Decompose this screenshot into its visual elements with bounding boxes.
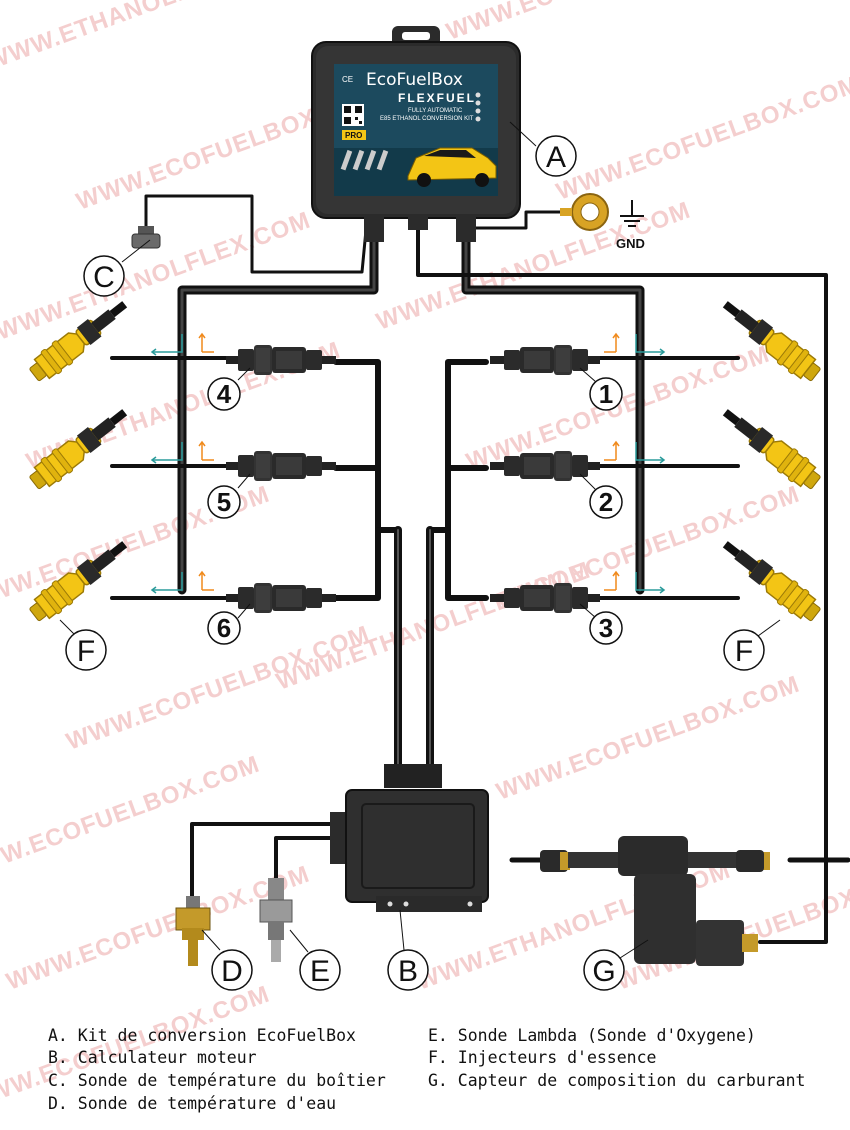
callout-leaders [59,121,781,959]
callout-f-right: F [723,629,765,671]
svg-text:2: 2 [599,487,613,517]
legend-item-a: A. Kit de conversion EcoFuelBox [48,1026,356,1045]
watermark: WWW.ETHANOLFLEX.COM [0,0,304,76]
svg-text:E: E [310,955,330,988]
pro-badge: PRO [342,130,366,140]
watermark: WWW.ECOFUELBOX.COM [493,671,804,806]
watermark: WWW.ECOFUELBOX.COM [553,71,850,206]
signal-arrows [150,332,666,594]
legend-item-c: C. Sonde de température du boîtier [48,1071,386,1090]
svg-text:A: A [546,141,566,174]
svg-text:C: C [93,261,115,294]
fuel-injectors [24,292,826,627]
ce-mark: CE [342,75,353,84]
yellow-car-icon [407,147,497,187]
cylinder-4: 4 [207,377,241,411]
svg-text:PRO: PRO [345,131,362,140]
wiring-harness [110,194,850,944]
svg-text:4: 4 [217,379,232,409]
svg-text:D: D [221,955,243,988]
ground-icon [620,200,644,227]
injector-right-2 [715,400,826,495]
kit-tagline-1: FULLY AUTOMATIC [408,108,463,114]
connector-6 [226,583,336,613]
kit-tagline-2: E85 ETHANOL CONVERSION KIT [380,116,474,122]
cylinder-3: 3 [589,611,623,645]
ecofuelbox-kit: CE EcoFuelBox FLEXFUEL FULLY AUTOMATIC E… [311,26,521,242]
watermark: WWW.ETHANOLFLEX.COM [0,207,314,346]
callout-c: C [83,255,125,297]
watermark: WWW.ECOFUELBOX.COM [443,0,754,46]
svg-text:1: 1 [599,379,613,409]
kit-subbrand: FLEXFUEL [398,91,476,105]
callout-g: G [583,949,625,991]
svg-text:5: 5 [217,487,231,517]
fuel-composition-sensor [540,836,770,966]
led-indicators-icon [475,92,481,122]
cylinder-6: 6 [207,611,241,645]
engine-ecu [330,764,489,912]
svg-text:G: G [592,955,615,988]
legend-item-d: D. Sonde de température d'eau [48,1094,336,1113]
qr-code-icon [342,104,364,126]
svg-text:6: 6 [217,613,231,643]
callout-a: A [535,135,577,177]
legend-item-b: B. Calculateur moteur [48,1048,257,1067]
callout-b: B [387,949,429,991]
svg-text:F: F [77,635,95,668]
callout-d: D [211,949,253,991]
injector-right-3 [715,532,826,627]
cylinder-1: 1 [589,377,623,411]
callout-markers: A C F F D E B G [65,135,765,991]
lambda-sensor [259,878,293,962]
watermark: WWW.ECOFUELBOX.COM [0,751,263,886]
cylinder-5: 5 [207,485,241,519]
ground-label: GND [616,236,645,251]
callout-e: E [299,949,341,991]
case-temperature-sensor [131,226,161,249]
legend-item-g: G. Capteur de composition du carburant [428,1071,806,1090]
legend-item-f: F. Injecteurs d'essence [428,1048,656,1067]
legend: A. Kit de conversion EcoFuelBox B. Calcu… [48,1026,806,1113]
callout-f-left: F [65,629,107,671]
cylinder-numbers: 4 5 6 1 2 3 [207,377,623,645]
watermark: WWW.ECOFUELBOX.COM [3,861,314,996]
kit-brand: EcoFuelBox [366,70,463,90]
legend-item-e: E. Sonde Lambda (Sonde d'Oxygene) [428,1026,756,1045]
injector-set-icon [340,149,389,171]
cylinder-2: 2 [589,485,623,519]
svg-text:F: F [735,635,753,668]
water-temperature-sensor [175,896,211,966]
ground-terminal [560,193,609,231]
svg-text:3: 3 [599,613,613,643]
svg-text:B: B [398,955,418,988]
connector-5 [226,451,336,481]
